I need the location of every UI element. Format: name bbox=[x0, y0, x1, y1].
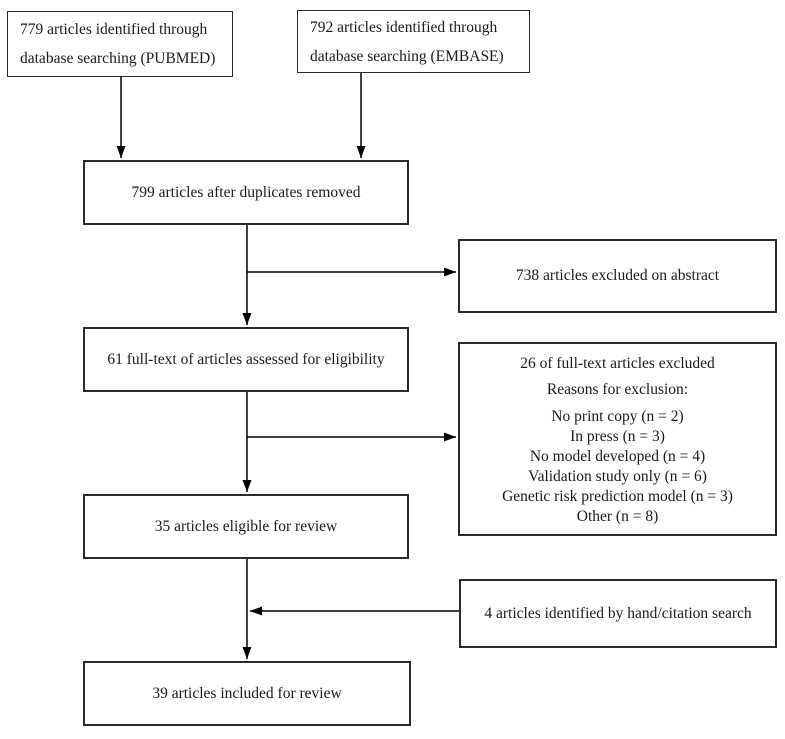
box-duplicates-removed-text: 799 articles after duplicates removed bbox=[131, 183, 361, 201]
box-pubmed-line2: database searching (PUBMED) bbox=[20, 50, 216, 67]
box-fulltext-assessed-text: 61 full-text of articles assessed for el… bbox=[107, 350, 385, 368]
box-fulltext-excluded: 26 of full-text articles excluded Reason… bbox=[458, 342, 777, 536]
box-pubmed-identified: 779 articles identified through database… bbox=[7, 11, 233, 77]
box-hand-citation-search: 4 articles identified by hand/citation s… bbox=[459, 579, 777, 648]
exclusion-reason: In press (n = 3) bbox=[570, 428, 665, 445]
exclusion-reason: Other (n = 8) bbox=[576, 508, 659, 525]
box-eligible-review-text: 35 articles eligible for review bbox=[154, 517, 338, 535]
box-included-review-text: 39 articles included for review bbox=[152, 684, 342, 702]
box-included-review: 39 articles included for review bbox=[83, 661, 411, 726]
fulltext-excluded-title: 26 of full-text articles excluded bbox=[520, 355, 715, 372]
box-fulltext-assessed: 61 full-text of articles assessed for el… bbox=[83, 327, 409, 392]
box-embase-line1: 792 articles identified through bbox=[310, 18, 498, 36]
box-embase-line2: database searching (EMBASE) bbox=[310, 47, 504, 65]
fulltext-excluded-reasons: No print copy (n = 2) In press (n = 3) N… bbox=[502, 407, 733, 527]
fulltext-excluded-subtitle: Reasons for exclusion: bbox=[546, 381, 689, 398]
exclusion-reason: Genetic risk prediction model (n = 3) bbox=[502, 488, 733, 505]
box-embase-identified: 792 articles identified through database… bbox=[297, 10, 530, 73]
box-excluded-abstract: 738 articles excluded on abstract bbox=[458, 239, 777, 313]
exclusion-reason: No model developed (n = 4) bbox=[529, 448, 706, 465]
exclusion-reason: Validation study only (n = 6) bbox=[528, 468, 707, 485]
box-pubmed-line1: 779 articles identified through bbox=[20, 21, 208, 38]
box-eligible-review: 35 articles eligible for review bbox=[83, 494, 409, 559]
box-excluded-abstract-text: 738 articles excluded on abstract bbox=[515, 267, 720, 284]
box-hand-citation-search-text: 4 articles identified by hand/citation s… bbox=[484, 604, 752, 622]
box-duplicates-removed: 799 articles after duplicates removed bbox=[83, 160, 409, 225]
exclusion-reason: No print copy (n = 2) bbox=[551, 408, 684, 425]
